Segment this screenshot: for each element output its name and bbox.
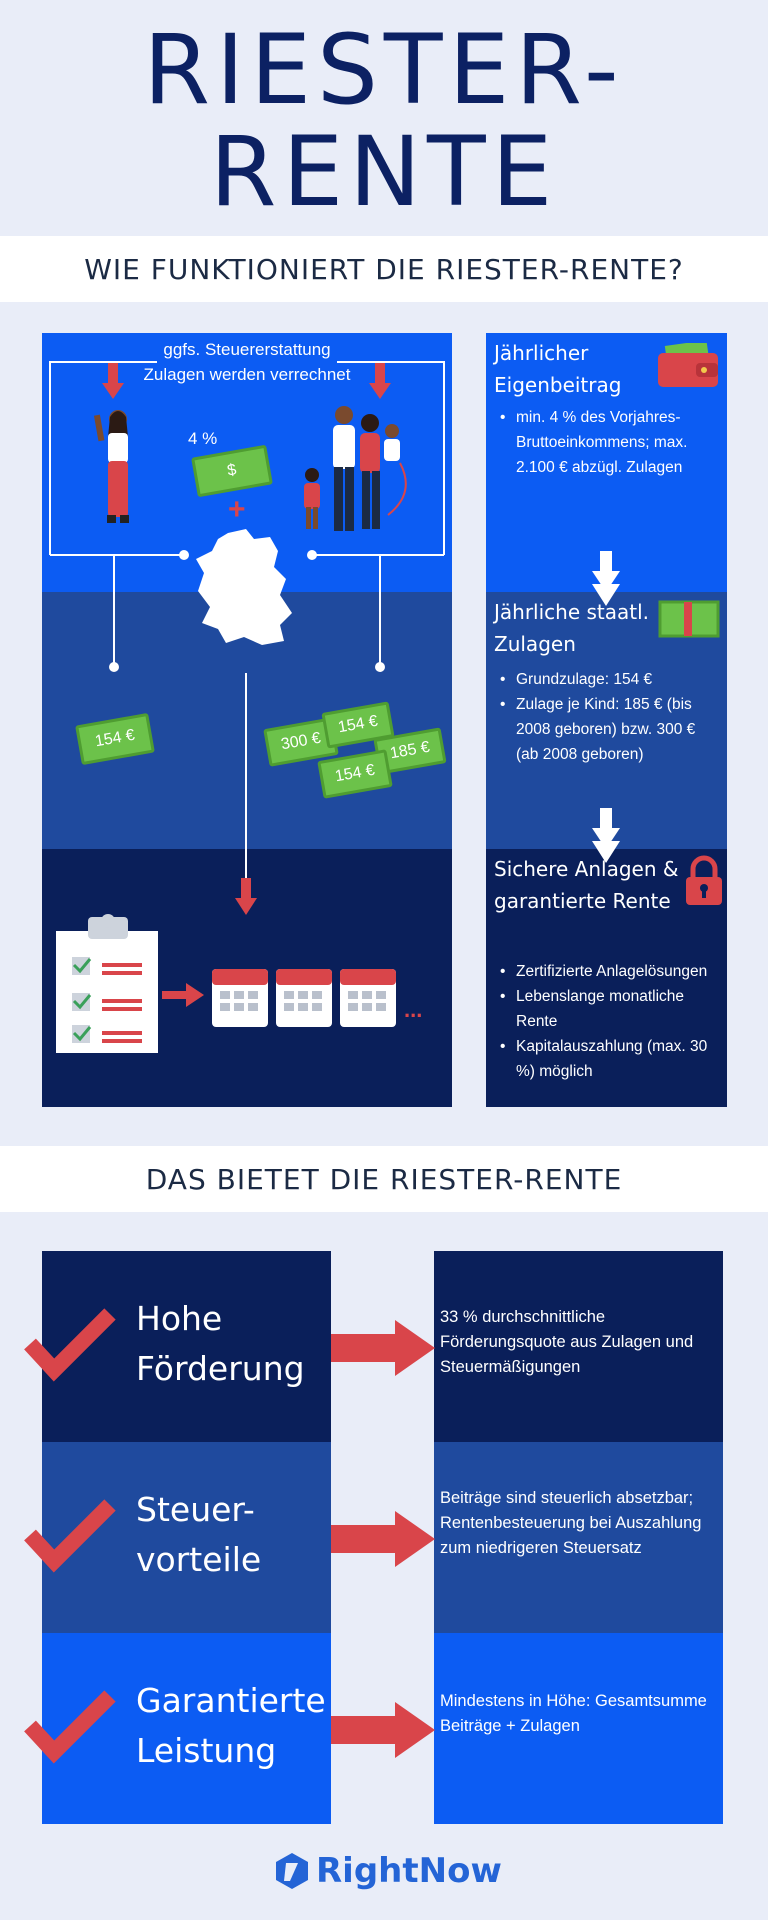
ellipsis-more: ... xyxy=(404,997,423,1022)
money-bills-icon xyxy=(658,600,720,638)
feature-detail-guaranteed-benefit: Mindestens in Höhe: Gesamtsumme Beiträge… xyxy=(434,1633,723,1824)
step-secure-investment: Sichere Anlagen & garantierte Rente Zert… xyxy=(486,841,727,1107)
lock-icon xyxy=(686,855,722,905)
section-heading-how: WIE FUNKTIONIERT DIE RIESTER-RENTE? xyxy=(0,236,768,302)
feature-guaranteed-benefit: Garantierte Leistung xyxy=(42,1633,331,1824)
checkmark-icon xyxy=(24,1308,116,1382)
feature-text: 33 % durchschnittliche Förderungsquote a… xyxy=(440,1308,694,1376)
wallet-icon xyxy=(658,343,718,387)
germany-map-icon xyxy=(196,529,292,645)
page-title-line-2: RENTE xyxy=(209,116,559,228)
feature-text: Beiträge sind steuerlich absetzbar; Rent… xyxy=(440,1489,702,1557)
plus-sign: + xyxy=(228,493,246,526)
brand-logo-icon xyxy=(276,1853,308,1889)
label-allowances-offset: Zulagen werden verrechnet xyxy=(143,365,351,384)
diagram-panel: ggfs. Steuererstattung Zulagen werden ve… xyxy=(42,333,452,1107)
label-percent: 4 % xyxy=(188,429,218,448)
arrow-right-icon xyxy=(331,1702,435,1758)
feature-title-line-2: vorteile xyxy=(136,1540,262,1579)
label-tax-refund: ggfs. Steuererstattung xyxy=(163,340,331,359)
feature-title-line-1: Steuer- xyxy=(136,1490,255,1529)
clipboard-checklist-icon xyxy=(56,914,158,1053)
step-title: Jährlicher Eigenbeitrag xyxy=(494,341,622,397)
steps-panel: Jährlicher Eigenbeitrag min. 4 % des Vor… xyxy=(486,333,727,1107)
step-items: Grundzulage: 154 € Zulage je Kind: 185 €… xyxy=(496,667,720,767)
step-items: Zertifizierte Anlagelösungen Lebenslange… xyxy=(496,959,720,1084)
step-item: Grundzulage: 154 € xyxy=(496,667,720,692)
family-icon xyxy=(304,406,407,531)
checkmark-icon xyxy=(24,1499,116,1573)
down-arrow-icon xyxy=(592,808,620,849)
calendar-icons xyxy=(212,969,396,1027)
down-arrow-tip-icon xyxy=(592,584,620,606)
step-state-allowances: Jährliche staatl. Zulagen Grundzulage: 1… xyxy=(486,584,727,849)
step-item: min. 4 % des Vorjahres-Bruttoeinkommens;… xyxy=(496,405,720,480)
diagram-connectors xyxy=(49,361,445,915)
feature-title-line-2: Leistung xyxy=(136,1731,277,1770)
checkmark-icon xyxy=(24,1690,116,1764)
feature-detail-tax-advantages: Beiträge sind steuerlich absetzbar; Rent… xyxy=(434,1442,723,1633)
step-title: Jährliche staatl. Zulagen xyxy=(494,600,650,656)
feature-title-line-2: Förderung xyxy=(136,1349,305,1388)
step-items: min. 4 % des Vorjahres-Bruttoeinkommens;… xyxy=(496,405,720,480)
step-item: Lebenslange monatliche Rente xyxy=(496,984,720,1034)
arrow-right-icon xyxy=(162,983,204,1007)
step-title: Sichere Anlagen & garantierte Rente xyxy=(494,857,679,913)
feature-high-subsidy: Hohe Förderung xyxy=(42,1251,331,1442)
arrow-right-icon xyxy=(331,1511,435,1567)
arrow-right-icon xyxy=(331,1320,435,1376)
feature-tax-advantages: Steuer- vorteile xyxy=(42,1442,331,1633)
down-arrow-tip-icon xyxy=(592,841,620,863)
feature-detail-high-subsidy: 33 % durchschnittliche Förderungsquote a… xyxy=(434,1251,723,1442)
step-item: Kapitalauszahlung (max. 30 %) möglich xyxy=(496,1034,720,1084)
step-item: Zertifizierte Anlagelösungen xyxy=(496,959,720,984)
feature-title-line-1: Hohe xyxy=(136,1299,223,1338)
step-own-contribution: Jährlicher Eigenbeitrag min. 4 % des Vor… xyxy=(486,333,727,592)
step-item: Zulage je Kind: 185 € (bis 2008 geboren)… xyxy=(496,692,720,767)
person-icon xyxy=(93,410,129,523)
page-title-line-1: RIESTER- xyxy=(143,14,625,126)
section-heading-benefits: DAS BIETET DIE RIESTER-RENTE xyxy=(0,1146,768,1212)
brand-logo: RightNow xyxy=(274,1846,504,1896)
feature-title-line-1: Garantierte xyxy=(136,1681,326,1720)
brand-name: RightNow xyxy=(316,1851,502,1891)
feature-text: Mindestens in Höhe: Gesamtsumme Beiträge… xyxy=(440,1692,707,1735)
down-arrow-icon xyxy=(592,551,620,592)
